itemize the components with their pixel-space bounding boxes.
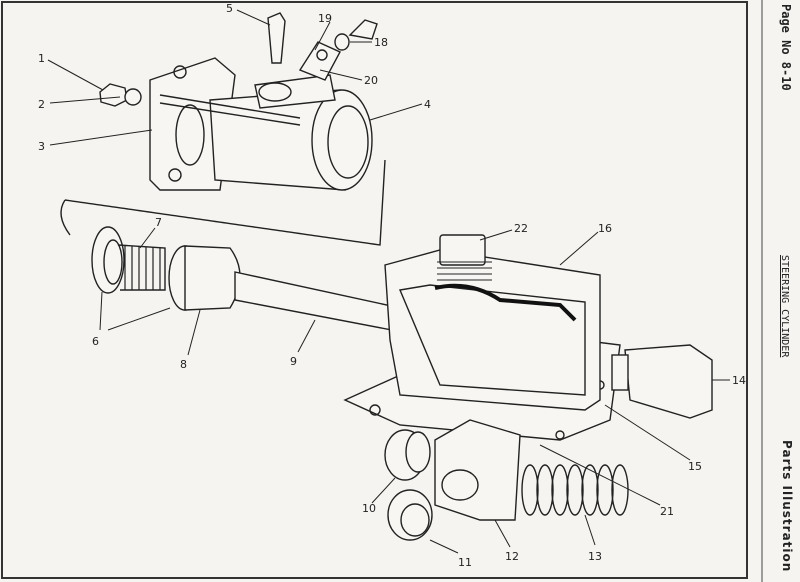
callout-1: 1 [38,52,45,65]
callout-4: 4 [424,98,431,111]
callout-2: 2 [38,98,45,111]
title-strip: Page No 8-10 STEERING CYLINDER Parts Ill… [760,0,800,582]
callout-7: 7 [155,216,162,229]
callout-9: 9 [290,355,297,368]
callout-19: 19 [318,12,332,25]
callout-20: 20 [364,74,378,87]
callout-13: 13 [588,550,602,563]
callout-3: 3 [38,140,45,153]
valve-housing [343,234,713,441]
callout-11: 11 [458,556,472,569]
sheet-border [1,1,748,579]
banjo-fittings [267,12,378,81]
lower-parts [384,419,629,541]
callout-22: 22 [514,222,528,235]
page-number: Page No 8-10 [779,4,793,91]
callout-14: 14 [732,374,746,387]
callout-12: 12 [505,550,519,563]
callout-8: 8 [180,358,187,371]
callout-21: 21 [660,505,674,518]
connector-line [64,159,386,246]
section-title: Parts Illustration [780,440,794,573]
leader-lines [47,9,730,554]
drawing-title: STEERING CYLINDER [779,255,790,358]
callout-5: 5 [226,2,233,15]
callout-labels: 1 2 3 4 5 6 7 8 9 10 11 12 13 14 15 16 1… [38,2,746,569]
callout-6: 6 [92,335,99,348]
callout-16: 16 [598,222,612,235]
cylinder-body [99,57,373,191]
callout-15: 15 [688,460,702,473]
callout-18: 18 [374,36,388,49]
callout-10: 10 [362,502,376,515]
connector-line [60,199,71,236]
